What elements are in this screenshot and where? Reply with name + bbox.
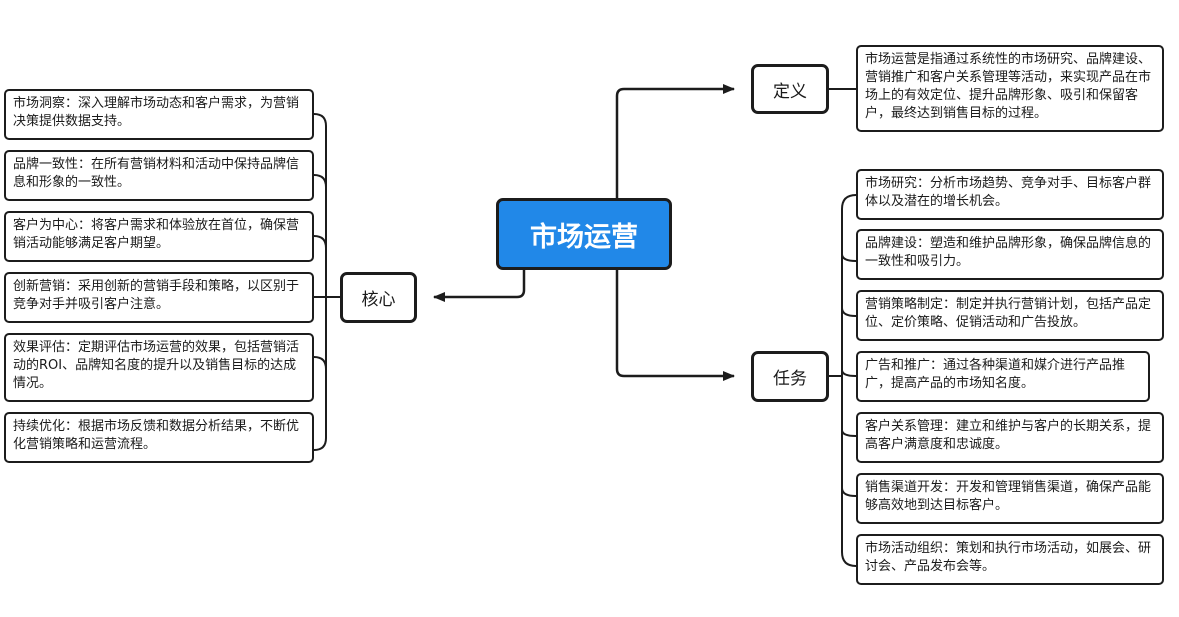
core-item: 品牌一致性：在所有营销材料和活动中保持品牌信息和形象的一致性。 — [4, 150, 314, 201]
core-item: 持续优化：根据市场反馈和数据分析结果，不断优化营销策略和运营流程。 — [4, 412, 314, 463]
definition-label: 定义 — [773, 81, 807, 102]
core-node[interactable]: 核心 — [340, 272, 417, 323]
link-root-core — [433, 270, 526, 302]
task-item: 品牌建设：塑造和维护品牌形象，确保品牌信息的一致性和吸引力。 — [856, 229, 1164, 280]
core-item: 客户为中心：将客户需求和体验放在首位，确保营销活动能够满足客户期望。 — [4, 211, 314, 262]
task-item: 客户关系管理：建立和维护与客户的长期关系，提高客户满意度和忠诚度。 — [856, 412, 1164, 463]
task-item: 销售渠道开发：开发和管理销售渠道，确保产品能够高效地到达目标客户。 — [856, 473, 1164, 524]
core-bracket — [313, 113, 340, 451]
core-item: 创新营销：采用创新的营销手段和策略，以区别于竞争对手并吸引客户注意。 — [4, 272, 314, 323]
tasks-bracket — [829, 194, 857, 567]
core-label: 核心 — [361, 290, 396, 310]
tasks-label: 任务 — [773, 369, 807, 389]
task-item: 广告和推广：通过各种渠道和媒介进行产品推广，提高产品的市场知名度。 — [856, 351, 1150, 402]
core-item: 市场洞察：深入理解市场动态和客户需求，为营销决策提供数据支持。 — [4, 89, 314, 140]
link-root-definition — [615, 84, 735, 198]
root-node[interactable]: 市场运营 — [496, 198, 672, 270]
task-item: 市场研究：分析市场趋势、竞争对手、目标客户群体以及潜在的增长机会。 — [856, 169, 1164, 220]
tasks-node[interactable]: 任务 — [751, 351, 829, 402]
task-item: 营销策略制定：制定并执行营销计划，包括产品定位、定价策略、促销活动和广告投放。 — [856, 290, 1164, 341]
root-label: 市场运营 — [530, 221, 638, 253]
task-item: 市场活动组织：策划和执行市场活动，如展会、研讨会、产品发布会等。 — [856, 534, 1164, 585]
definition-node[interactable]: 定义 — [751, 64, 829, 114]
definition-text: 市场运营是指通过系统性的市场研究、品牌建设、营销推广和客户关系管理等活动，来实现… — [856, 45, 1164, 132]
core-item: 效果评估：定期评估市场运营的效果，包括营销活动的ROI、品牌知名度的提升以及销售… — [4, 333, 314, 402]
link-root-tasks — [615, 270, 735, 381]
